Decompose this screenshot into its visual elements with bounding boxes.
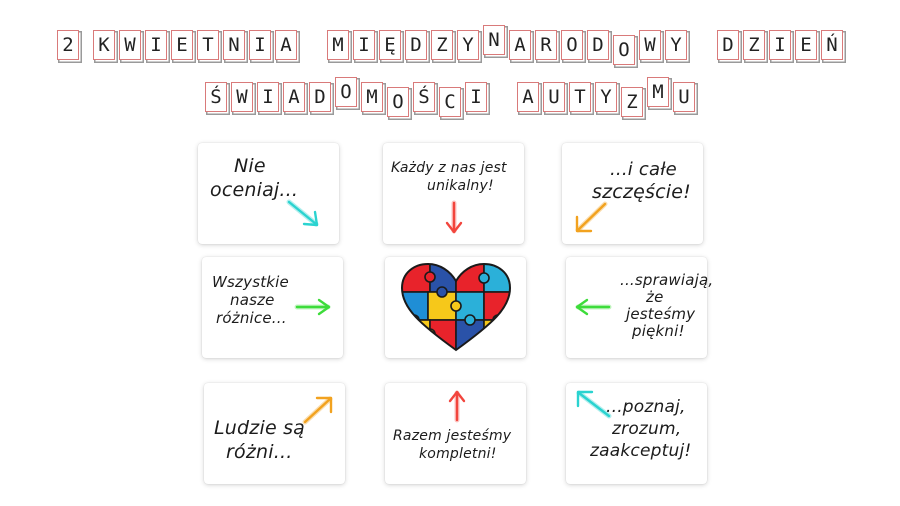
title-letter-tile: O xyxy=(387,87,409,117)
card-sprawiaja-ze-jestesmy-piekni: ...sprawiają, że jesteśmy piękni! xyxy=(566,257,713,358)
arrow-left-icon xyxy=(575,298,612,316)
card-text-line: unikalny! xyxy=(427,178,494,194)
title-letter-tile: E xyxy=(171,30,193,60)
card-text-line: różni... xyxy=(226,441,293,463)
title-letter-tile: N xyxy=(223,30,245,60)
card-text-line: jesteśmy xyxy=(626,305,696,323)
card-text-line: zaakceptuj! xyxy=(590,441,692,461)
card-text-line: Ludzie są xyxy=(214,417,306,439)
card-text-line: ...i całe xyxy=(610,159,677,180)
card-kazdy-z-nas: Każdy z nas jest unikalny! xyxy=(383,143,524,244)
puzzle-heart-icon xyxy=(400,262,512,352)
title-word: 2 xyxy=(57,30,79,60)
title-letter-tile: Y xyxy=(665,30,687,60)
card-poznaj-zrozum-zaakceptuj: ...poznaj, zrozum, zaakceptuj! xyxy=(566,383,707,484)
card-wszystkie-nasze-roznice: Wszystkie nasze różnice... xyxy=(202,257,343,358)
title-letter-tile: Y xyxy=(595,82,617,112)
title-letter-tile: K xyxy=(93,30,115,60)
title-letter-tile: Ś xyxy=(205,82,227,112)
title-letter-tile: W xyxy=(231,82,253,112)
title-letter-tile: A xyxy=(283,82,305,112)
title-letter-tile: I xyxy=(769,30,791,60)
card-text-line: piękni! xyxy=(632,322,685,340)
title-letter-tile: 2 xyxy=(57,30,79,60)
card-nie-oceniaj: Nie oceniaj... xyxy=(198,143,339,244)
card-puzzle-heart xyxy=(385,257,526,358)
title-letter-tile: O xyxy=(335,77,357,107)
card-text-line: ...sprawiają, xyxy=(620,271,714,289)
title-letter-tile: I xyxy=(465,82,487,112)
title-letter-tile: A xyxy=(275,30,297,60)
card-text-line: zrozum, xyxy=(612,419,682,439)
card-razem-jestesmy-kompletni: Razem jesteśmy kompletni! xyxy=(385,383,526,484)
card-text-line: szczęście! xyxy=(592,181,691,203)
title-letter-tile: Ś xyxy=(413,82,435,112)
card-text-line: ...poznaj, xyxy=(606,397,686,417)
title-letter-tile: D xyxy=(405,30,427,60)
title-letter-tile: U xyxy=(673,82,695,112)
card-text-line: różnice... xyxy=(216,309,287,327)
title-letter-tile: C xyxy=(439,87,461,117)
title-letter-tile: Ę xyxy=(379,30,401,60)
card-text-line: Razem jesteśmy xyxy=(393,428,512,444)
card-text-line: kompletni! xyxy=(419,446,497,462)
arrow-down-left-icon xyxy=(575,201,608,233)
card-text-line: Nie xyxy=(234,155,266,177)
card-text-line: że xyxy=(646,288,664,306)
title-letter-tile: U xyxy=(543,82,565,112)
title-letter-tile: O xyxy=(561,30,583,60)
arrow-up-icon xyxy=(448,390,466,423)
title-letter-tile: A xyxy=(509,30,531,60)
arrow-down-right-icon xyxy=(286,199,319,227)
arrow-right-icon xyxy=(294,298,331,316)
title-letter-tile: M xyxy=(647,77,669,107)
title-letter-tile: N xyxy=(483,25,505,55)
title-letter-tile: A xyxy=(517,82,539,112)
title-letter-tile: Z xyxy=(743,30,765,60)
card-ludzie-sa-rozni: Ludzie są różni... xyxy=(204,383,345,484)
title-letter-tile: W xyxy=(639,30,661,60)
arrow-up-right-icon xyxy=(302,396,333,425)
title-letter-tile: I xyxy=(249,30,271,60)
title-letter-tile: I xyxy=(257,82,279,112)
title-letter-tile: T xyxy=(197,30,219,60)
arrow-up-left-icon xyxy=(576,390,612,419)
title-letter-tile: W xyxy=(119,30,141,60)
arrow-down-icon xyxy=(445,200,463,234)
title-letter-tile: I xyxy=(353,30,375,60)
title-letter-tile: E xyxy=(795,30,817,60)
card-i-cale-szczescie: ...i całe szczęście! xyxy=(562,143,703,244)
title-letter-tile: D xyxy=(309,82,331,112)
card-text-line: Wszystkie xyxy=(212,273,289,291)
title-letter-tile: R xyxy=(535,30,557,60)
title-letter-tile: D xyxy=(587,30,609,60)
title-letter-tile: Z xyxy=(431,30,453,60)
card-text-line: oceniaj... xyxy=(210,179,299,201)
title-letter-tile: O xyxy=(613,35,635,65)
title-letter-tile: M xyxy=(361,82,383,112)
title-letter-tile: M xyxy=(327,30,349,60)
title-letter-tile: T xyxy=(569,82,591,112)
title-letter-tile: Z xyxy=(621,87,643,117)
title-letter-tile: Y xyxy=(457,30,479,60)
card-text-line: Każdy z nas jest xyxy=(391,160,507,176)
card-text-line: nasze xyxy=(230,291,275,309)
title-letter-tile: I xyxy=(145,30,167,60)
title-letter-tile: Ń xyxy=(821,30,843,60)
title-letter-tile: D xyxy=(717,30,739,60)
